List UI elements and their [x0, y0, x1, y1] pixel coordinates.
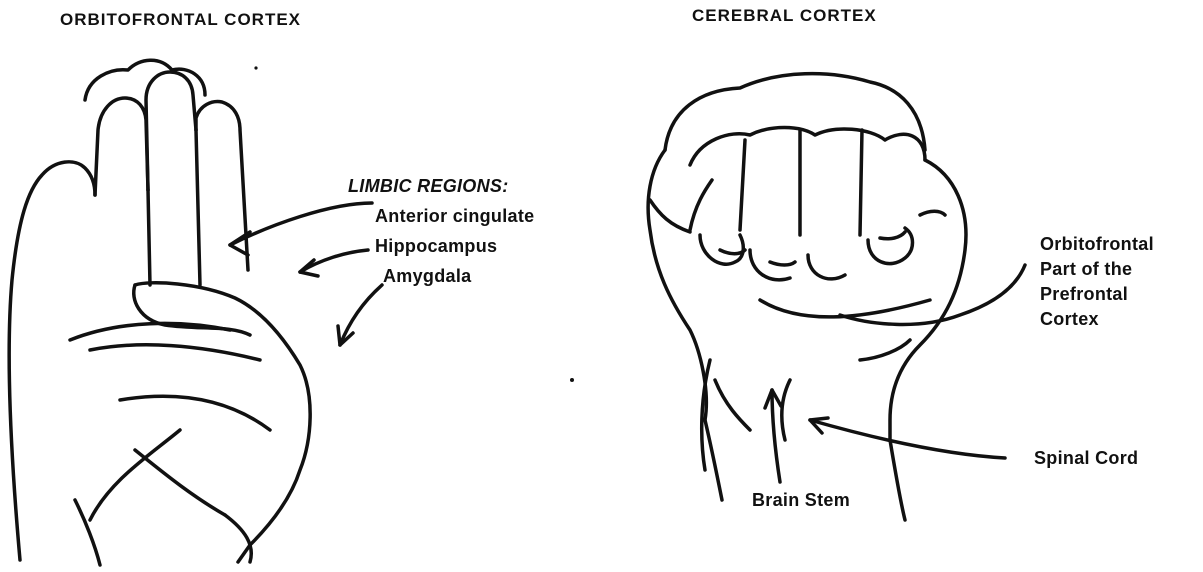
label-brain-stem: Brain Stem	[752, 490, 850, 511]
orbitofrontal-prefrontal-label: Orbitofrontal Part of the Prefrontal Cor…	[1040, 232, 1154, 332]
arrow-anterior-cingulate	[230, 203, 372, 245]
limbic-arrows	[230, 203, 382, 345]
label-spinal-cord: Spinal Cord	[1034, 448, 1138, 469]
label-hippocampus: Hippocampus	[375, 236, 497, 257]
title-cerebral-cortex: CEREBRAL CORTEX	[692, 6, 877, 26]
orbitofrontal-line-2: Part of the	[1040, 257, 1154, 282]
fist-drawing	[648, 74, 966, 520]
orbitofrontal-line-1: Orbitofrontal	[1040, 232, 1154, 257]
arrow-spinal-cord	[810, 420, 1005, 458]
limbic-regions-heading: LIMBIC REGIONS:	[348, 176, 509, 197]
title-orbitofrontal-cortex: ORBITOFRONTAL CORTEX	[60, 10, 301, 30]
open-hand-drawing	[9, 60, 310, 565]
arrow-amygdala	[340, 285, 382, 345]
label-amygdala: Amygdala	[383, 266, 471, 287]
orbitofrontal-line-4: Cortex	[1040, 307, 1154, 332]
orbitofrontal-line-3: Prefrontal	[1040, 282, 1154, 307]
label-anterior-cingulate: Anterior cingulate	[375, 206, 534, 227]
speckle	[254, 66, 257, 69]
speckle	[570, 378, 574, 382]
